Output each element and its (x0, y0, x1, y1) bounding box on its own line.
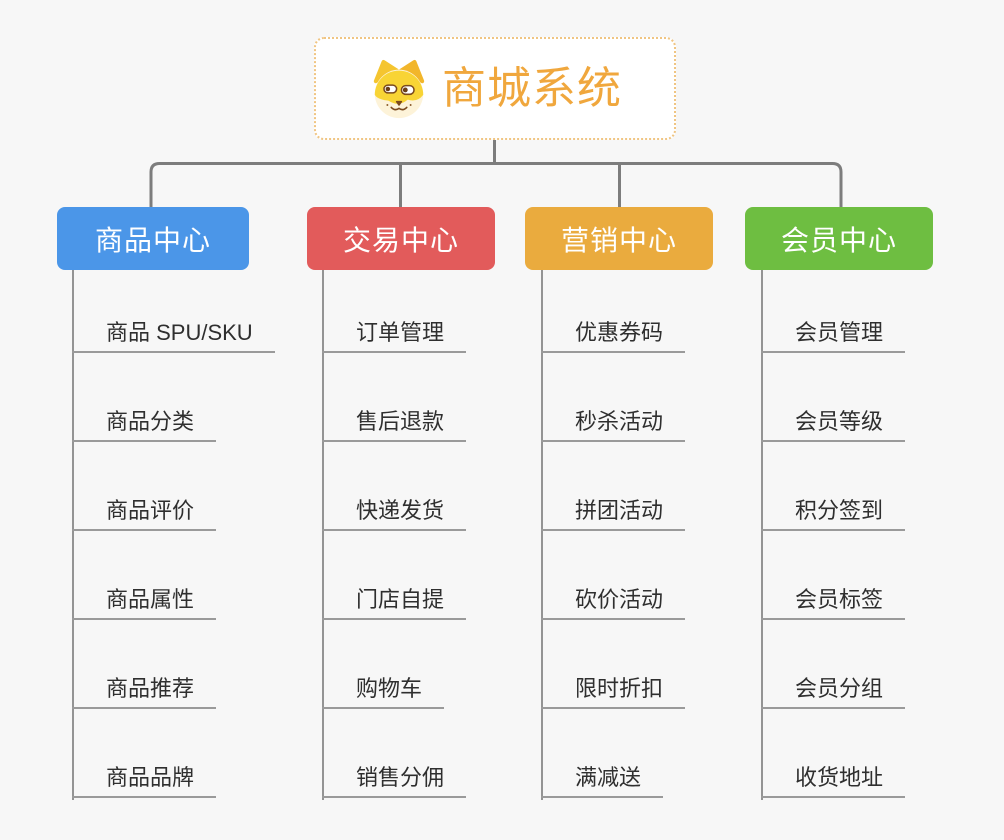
tree-node-item[interactable]: 销售分佣 (322, 709, 467, 798)
tree-node-item[interactable]: 积分签到 (761, 442, 906, 531)
branch-spine (541, 270, 543, 800)
branch-header-product-center[interactable]: 商品中心 (57, 207, 249, 270)
tree-node-item[interactable]: 快递发货 (322, 442, 467, 531)
root-node[interactable]: 商城系统 (314, 37, 676, 140)
branch-items: 会员管理 会员等级 积分签到 会员标签 会员分组 收货地址 (761, 264, 906, 798)
tree-node-item[interactable]: 拼团活动 (541, 442, 686, 531)
tree-node-item[interactable]: 会员分组 (761, 620, 906, 709)
branch-header-trade-center[interactable]: 交易中心 (307, 207, 495, 270)
tree-node-item[interactable]: 商品分类 (72, 353, 217, 442)
tree-node-item[interactable]: 限时折扣 (541, 620, 686, 709)
branch-header-marketing-center[interactable]: 营销中心 (525, 207, 713, 270)
branch-items: 优惠券码 秒杀活动 拼团活动 砍价活动 限时折扣 满减送 (541, 264, 686, 798)
tree-node-item[interactable]: 商品 SPU/SKU (72, 264, 275, 353)
tree-node-item[interactable]: 优惠券码 (541, 264, 686, 353)
tree-node-item[interactable]: 商品推荐 (72, 620, 217, 709)
branch-spine (322, 270, 324, 800)
tree-node-item[interactable]: 商品属性 (72, 531, 217, 620)
tree-node-item[interactable]: 商品品牌 (72, 709, 217, 798)
tree-node-item[interactable]: 门店自提 (322, 531, 467, 620)
tree-node-item[interactable]: 商品评价 (72, 442, 217, 531)
branch-header-member-center[interactable]: 会员中心 (745, 207, 933, 270)
branch-spine (761, 270, 763, 800)
shiba-dog-icon (373, 59, 425, 118)
tree-node-item[interactable]: 会员管理 (761, 264, 906, 353)
branch-spine (72, 270, 74, 800)
branch-items: 商品 SPU/SKU 商品分类 商品评价 商品属性 商品推荐 商品品牌 (72, 264, 275, 798)
tree-node-item[interactable]: 会员等级 (761, 353, 906, 442)
tree-node-item[interactable]: 秒杀活动 (541, 353, 686, 442)
tree-node-item[interactable]: 砍价活动 (541, 531, 686, 620)
root-title: 商城系统 (442, 63, 622, 113)
tree-node-item[interactable]: 订单管理 (322, 264, 467, 353)
tree-node-item[interactable]: 购物车 (322, 620, 445, 709)
tree-node-item[interactable]: 会员标签 (761, 531, 906, 620)
tree-node-item[interactable]: 收货地址 (761, 709, 906, 798)
tree-node-item[interactable]: 满减送 (541, 709, 664, 798)
branch-items: 订单管理 售后退款 快递发货 门店自提 购物车 销售分佣 (322, 264, 467, 798)
tree-node-item[interactable]: 售后退款 (322, 353, 467, 442)
